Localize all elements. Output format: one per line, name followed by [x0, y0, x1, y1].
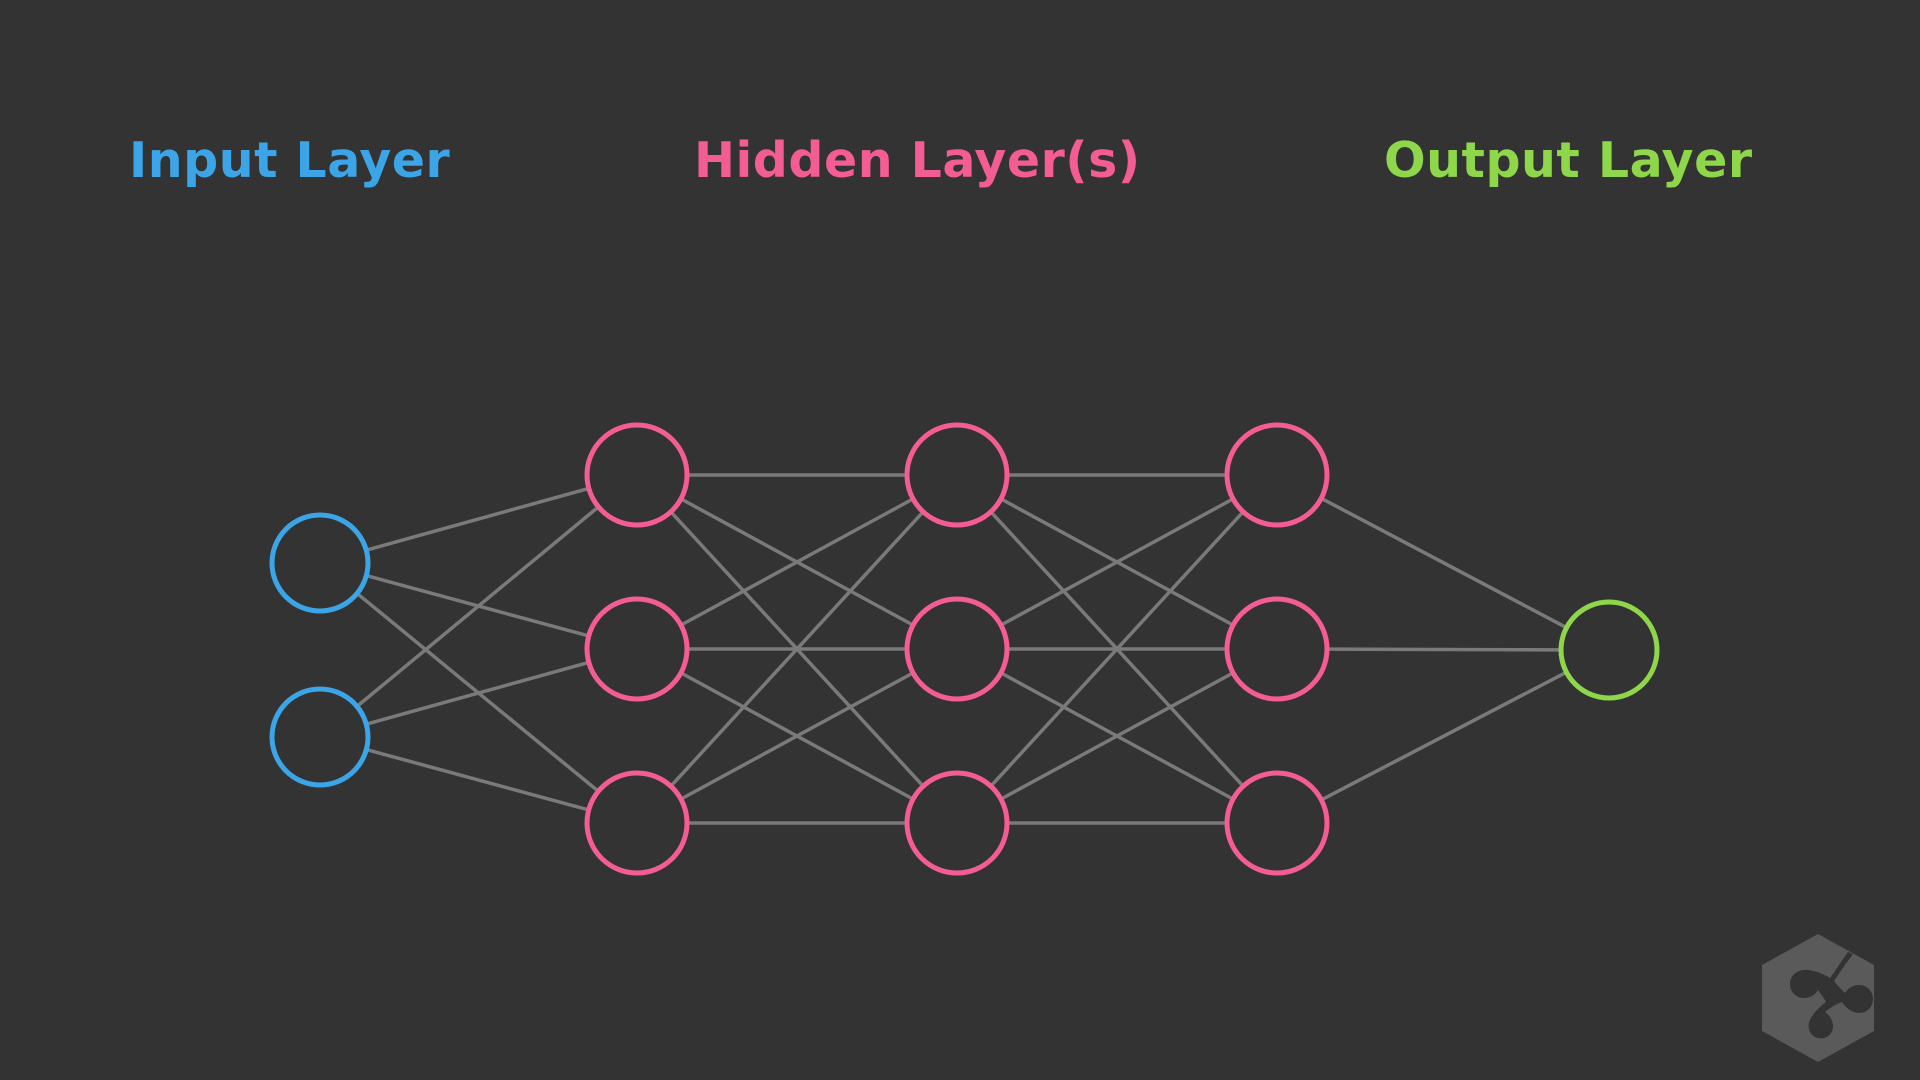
connection-input-1-to-hidden-1-0: [356, 506, 599, 708]
node-hidden-3-3: [1224, 770, 1330, 876]
connection-hidden-1-2-to-hidden-2-0: [670, 511, 924, 787]
node-input-2: [269, 686, 371, 788]
connection-hidden-2-2-to-hidden-3-1: [1000, 671, 1234, 801]
node-hidden-2-2: [904, 596, 1010, 702]
connections-group: [356, 473, 1567, 825]
connection-hidden-3-2-to-output-0: [1321, 671, 1567, 801]
node-hidden-3-1: [1224, 422, 1330, 528]
hexagon-neuron-logo-watermark: [1762, 934, 1874, 1062]
node-input-1: [269, 512, 371, 614]
connection-hidden-2-1-to-hidden-3-0: [1000, 497, 1234, 627]
connection-input-0-to-hidden-1-0: [366, 486, 589, 552]
connection-input-1-to-hidden-1-2: [366, 748, 589, 812]
node-hidden-1-1: [584, 422, 690, 528]
node-hidden-2-3: [904, 770, 1010, 876]
node-hidden-3-2: [1224, 596, 1330, 702]
hidden-layer-title: Hidden Layer(s): [694, 132, 1141, 189]
connection-input-1-to-hidden-1-1: [366, 660, 589, 726]
connection-hidden-2-2-to-hidden-3-0: [990, 511, 1244, 787]
output-layer-title: Output Layer: [1384, 132, 1753, 189]
nodes-group: [269, 422, 1660, 876]
neuron-splatter-shape: [1790, 952, 1873, 1039]
node-output-1: [1558, 599, 1660, 701]
connection-hidden-3-1-to-output-0: [1327, 647, 1561, 652]
node-hidden-1-2: [584, 596, 690, 702]
connection-hidden-1-1-to-hidden-2-0: [680, 497, 914, 627]
node-hidden-2-1: [904, 422, 1010, 528]
input-layer-title: Input Layer: [129, 132, 451, 189]
node-hidden-1-3: [584, 770, 690, 876]
hexagon-shape: [1762, 934, 1874, 1062]
connection-hidden-1-2-to-hidden-2-1: [680, 671, 914, 801]
connection-hidden-3-0-to-output-0: [1321, 497, 1567, 629]
